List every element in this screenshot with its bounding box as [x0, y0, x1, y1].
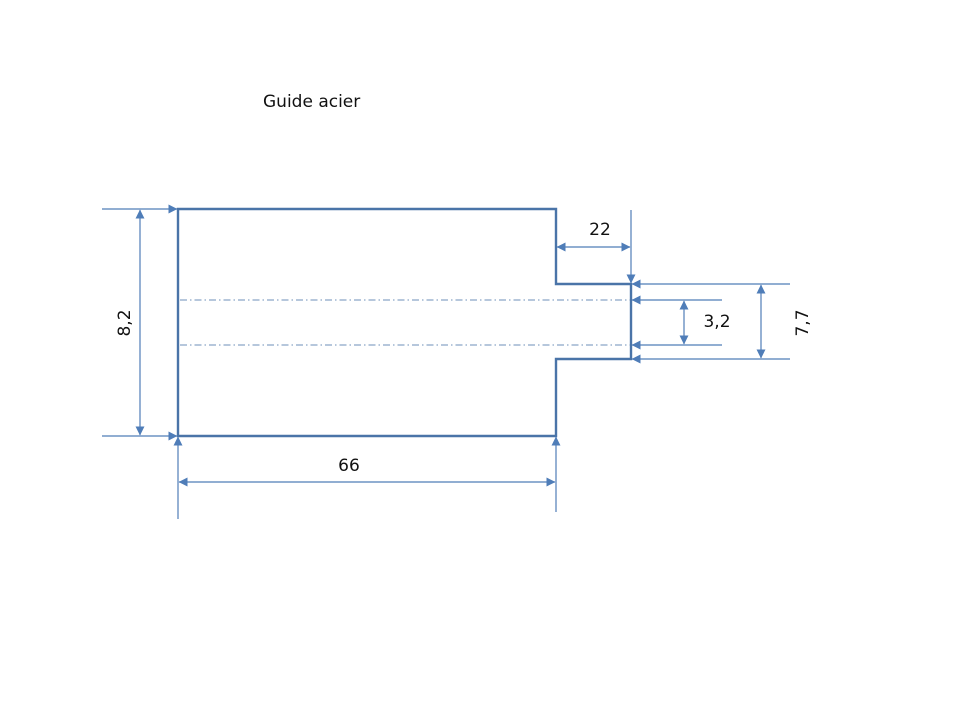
drawing-title: Guide acier — [263, 92, 360, 112]
dimension-step-height: 7,7 — [631, 279, 813, 364]
dimension-body-length: 66 — [173, 436, 561, 519]
dimension-label-length: 66 — [338, 456, 360, 476]
dimension-label-height: 8,2 — [115, 309, 135, 336]
dimension-bore: 3,2 — [631, 295, 731, 350]
dimension-label-bore: 3,2 — [703, 312, 730, 332]
dimension-label-step-height: 7,7 — [793, 309, 813, 336]
dimension-label-step: 22 — [589, 220, 611, 240]
dimension-overall-height: 8,2 — [102, 204, 178, 441]
dimension-step-length: 22 — [556, 210, 636, 284]
part-outline — [176, 207, 633, 438]
